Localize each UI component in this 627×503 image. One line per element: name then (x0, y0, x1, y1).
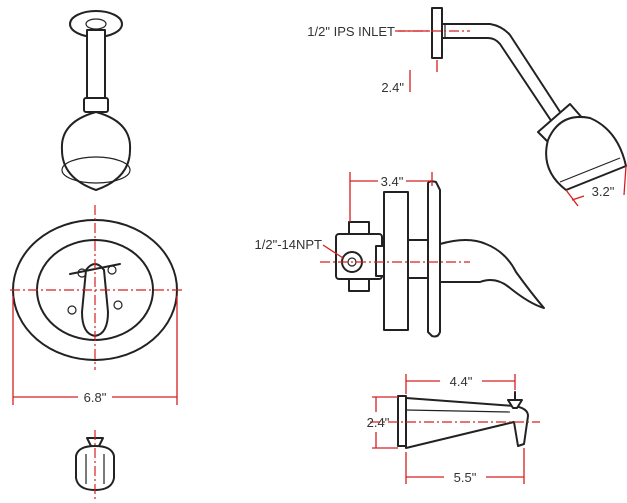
tub-spout-side-view (370, 391, 540, 449)
showerhead-diameter-label: 3.2" (592, 184, 615, 199)
escutcheon-diameter-label: 6.8" (84, 390, 107, 405)
showerhead-front-view (60, 10, 132, 191)
arm-offset-label: 2.4" (381, 80, 404, 95)
spout-length-label: 5.5" (454, 470, 477, 485)
valve-dimensions: 3.4" 1/2"-14NPT (255, 172, 433, 259)
valve-side-view (320, 180, 545, 338)
spout-height-label: 2.4" (367, 415, 390, 430)
shower-arm-side-view (395, 7, 627, 191)
shower-arm-dimensions: 1/2" IPS INLET 2.4" 3.2" (307, 24, 627, 207)
valve-depth-label: 3.4" (381, 174, 404, 189)
tub-spout-front-view (75, 430, 115, 500)
tub-spout-dimensions: 4.4" 2.4" 5.5" (367, 374, 525, 485)
valve-thread-label: 1/2"-14NPT (255, 237, 323, 252)
escutcheon-front-view (10, 205, 182, 370)
spout-reach-top-label: 4.4" (450, 374, 473, 389)
escutcheon-dimension: 6.8" (12, 296, 178, 405)
inlet-ips-label: 1/2" IPS INLET (307, 24, 395, 39)
